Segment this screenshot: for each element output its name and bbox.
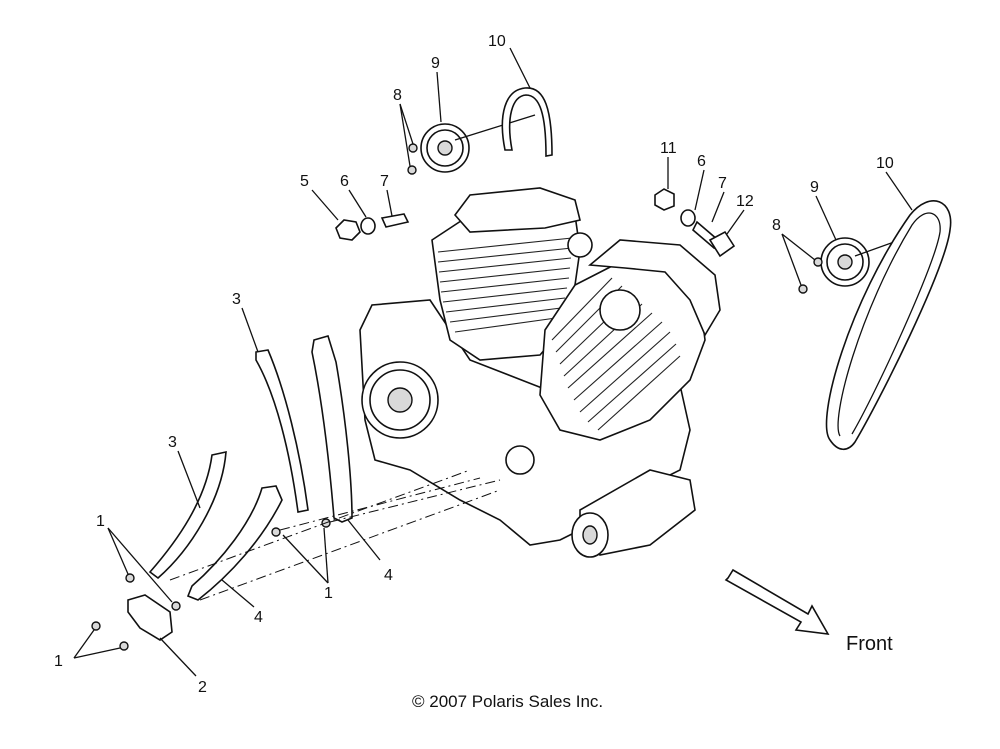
- front-arrow-icon: [724, 568, 830, 635]
- bolt-1-f: [119, 641, 129, 651]
- left-tensioner-parts: [335, 213, 410, 241]
- front-cylinder-head: [587, 239, 721, 337]
- tensioner-cap-5: [335, 219, 361, 241]
- callout-3-upper: 3: [232, 291, 241, 308]
- sprocket-bolt-right-b: [798, 284, 808, 294]
- callout-9-upper: 9: [431, 55, 440, 72]
- o-ring-6-left: [360, 217, 376, 235]
- engine-cover-boss: [505, 445, 535, 475]
- callout-10-upper: 10: [488, 33, 506, 50]
- callout-1-middle: 1: [324, 585, 333, 602]
- engine-assembly: [359, 187, 721, 558]
- callout-labels: 10 9 8 5 6 7 11 6 7 12 10 9 8 3 3 1 1 1 …: [54, 33, 894, 696]
- callout-6-right: 6: [697, 153, 706, 170]
- cam-chain-right-inner: [837, 212, 941, 437]
- guide-bracket-2: [127, 594, 173, 641]
- cam-sprocket-upper-hub: [437, 140, 453, 156]
- starter-motor-shaft: [582, 525, 598, 545]
- cam-sprocket-upper-axis: [454, 114, 536, 141]
- callout-1-bottom: 1: [54, 653, 63, 670]
- callout-12: 12: [736, 193, 754, 210]
- rear-cylinder-fins: [437, 237, 573, 333]
- callout-7-right: 7: [718, 175, 727, 192]
- spark-plug-boss: [567, 232, 593, 258]
- tensioner-plunger-7-left: [380, 213, 410, 228]
- upper-cam-sprocket-group: [407, 87, 553, 175]
- tensioner-blade-4-upper: [311, 335, 353, 523]
- bolt-1-e: [91, 621, 101, 631]
- front-direction-indicator: Front: [724, 568, 893, 655]
- valve-cover-boss: [599, 289, 641, 331]
- callout-10-right: 10: [876, 155, 894, 172]
- tensioner-spring-12: [708, 230, 736, 258]
- callout-5: 5: [300, 173, 309, 190]
- copyright-notice: © 2007 Polaris Sales Inc.: [412, 692, 603, 711]
- callout-9-right: 9: [810, 179, 819, 196]
- callout-8-upper: 8: [393, 87, 402, 104]
- chain-guides: [148, 335, 353, 601]
- right-cam-sprocket-group: [798, 200, 952, 451]
- callout-1-left: 1: [96, 513, 105, 530]
- callout-4-upper: 4: [384, 567, 393, 584]
- callout-3-lower: 3: [168, 434, 177, 451]
- leader-lines: [73, 47, 913, 677]
- guide-bolts: [91, 518, 331, 651]
- cam-sprocket-right-hub: [837, 254, 853, 270]
- cam-drive-gear-hub: [387, 387, 413, 413]
- front-label: Front: [846, 633, 893, 655]
- callout-11: 11: [660, 140, 677, 157]
- callout-6-left: 6: [340, 173, 349, 190]
- bolt-1-a: [125, 573, 135, 583]
- cam-chain-upper: [501, 87, 553, 157]
- chain-guide-3-upper: [255, 349, 309, 513]
- sprocket-bolt-upper-b: [407, 165, 417, 175]
- bolt-1-c: [271, 527, 281, 537]
- callout-2: 2: [198, 679, 207, 696]
- tensioner-blade-4-lower: [186, 485, 283, 601]
- bolt-1-b: [171, 601, 181, 611]
- callout-4-lower: 4: [254, 609, 263, 626]
- assembly-centerlines: [169, 469, 501, 601]
- callout-7-left: 7: [380, 173, 389, 190]
- rear-cylinder-head: [453, 187, 581, 233]
- sprocket-bolt-right-a: [813, 257, 823, 267]
- tensioner-cap-11: [654, 188, 675, 211]
- sprocket-bolt-upper-a: [408, 143, 418, 153]
- cam-chain-right: [825, 200, 952, 451]
- right-tensioner-parts: [654, 188, 736, 258]
- chain-guide-3-lower: [148, 450, 227, 580]
- o-ring-6-right: [680, 209, 696, 227]
- callout-8-right: 8: [772, 217, 781, 234]
